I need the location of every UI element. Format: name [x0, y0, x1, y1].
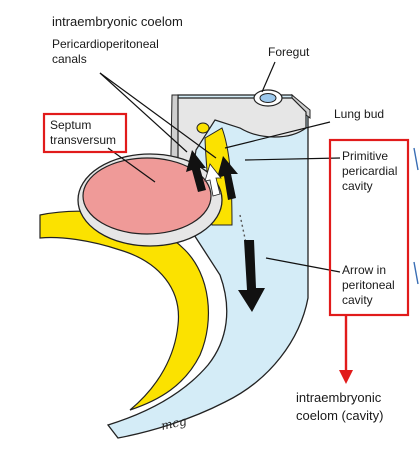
edge-tick-lower: [413, 261, 419, 285]
septum-label: Septum: [50, 118, 91, 132]
pointer-septum: [107, 147, 156, 183]
arrow-in-label: Arrow in: [342, 263, 386, 277]
pointer-canals-b: [99, 72, 217, 159]
lung-bud-label: Lung bud: [334, 107, 384, 121]
red-arrowhead: [339, 370, 353, 384]
peritoneal-label: peritoneal: [342, 278, 395, 292]
septum-highlight-box: [42, 112, 128, 154]
bottom-label-2: coelom (cavity): [296, 408, 383, 423]
neural-tube: [196, 122, 210, 134]
pointer-peritoneal: [265, 257, 341, 273]
canal-arrow-left: [186, 150, 206, 192]
foregut-label: Foregut: [268, 45, 310, 59]
canals-label: canals: [52, 52, 87, 66]
canal-arrow-white: [204, 163, 222, 197]
foregut-inner: [259, 93, 277, 103]
cavity-label-top: cavity: [342, 179, 373, 193]
yellow-mesoderm-lower: [39, 210, 210, 411]
peritoneal-cavity-shape: [106, 94, 309, 439]
cavity-label-bottom: cavity: [342, 293, 373, 307]
septum-transversum-disc: [82, 157, 212, 235]
edge-tick-upper: [413, 147, 419, 171]
transversum-label: transversum: [50, 133, 116, 147]
pointer-lung-bud: [224, 121, 331, 149]
pointer-canals-a: [99, 72, 188, 153]
cavity-highlight-box: [328, 138, 410, 317]
title-label: intraembryonic coelom: [52, 14, 183, 29]
pointer-pericardial: [244, 157, 341, 161]
bottom-label-1: intraembryonic: [296, 390, 382, 405]
peritoneal-arrow: [238, 240, 265, 312]
primitive-label: Primitive: [342, 149, 388, 163]
canal-arrow-right: [217, 156, 238, 200]
pointer-foregut: [261, 61, 276, 93]
artist-signature: mcg: [160, 414, 188, 433]
pericardioperitoneal-label: Pericardioperitoneal: [52, 37, 159, 51]
pericardial-label: pericardial: [342, 164, 397, 178]
